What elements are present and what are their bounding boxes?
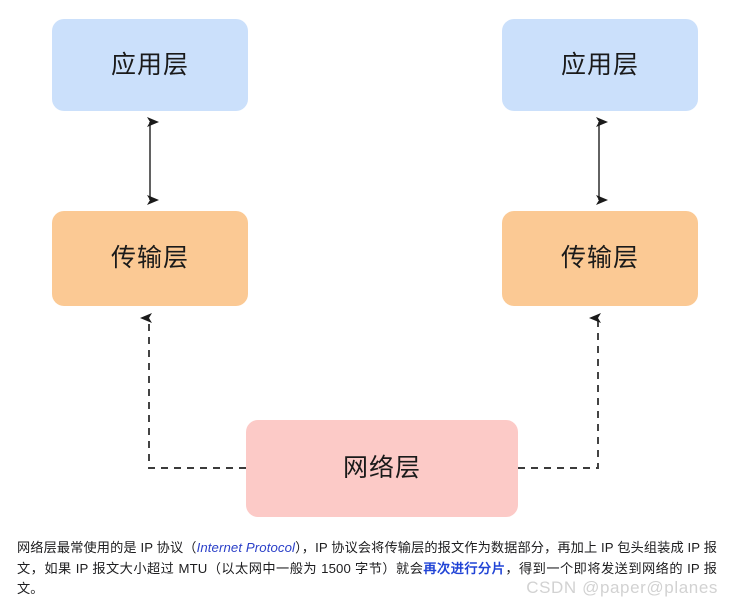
caption-emphasis-bold[interactable]: 再次进行分片 xyxy=(423,560,506,576)
node-label: 传输层 xyxy=(560,244,639,272)
node-network-layer[interactable]: 网络层 xyxy=(246,420,518,517)
caption-paragraph: 网络层最常使用的是 IP 协议（Internet Protocol），IP 协议… xyxy=(17,538,717,600)
caption-part1: 网络层最常使用的是 IP 协议（ xyxy=(17,540,197,555)
connector-network-transport-right xyxy=(518,313,601,469)
node-label: 传输层 xyxy=(110,244,189,272)
caption-part3: ，得到一个即将发送到网络的 IP 报文。 xyxy=(17,560,717,597)
connector-network-transport-left xyxy=(140,313,246,469)
node-application-layer-left[interactable]: 应用层 xyxy=(52,19,248,111)
node-transport-layer-right[interactable]: 传输层 xyxy=(502,211,698,306)
caption-emphasis-italic: Internet Protocol xyxy=(196,540,296,555)
node-label: 应用层 xyxy=(110,50,189,79)
node-transport-layer-left[interactable]: 传输层 xyxy=(52,211,248,306)
csdn-watermark: CSDN @paper@planes xyxy=(526,578,718,597)
node-label: 应用层 xyxy=(560,50,639,79)
node-label: 网络层 xyxy=(342,454,421,482)
node-application-layer-right[interactable]: 应用层 xyxy=(502,19,698,111)
caption-part2: ），IP 协议会将传输层的报文作为数据部分，再加上 IP 包头组装成 IP 报文… xyxy=(17,540,718,576)
